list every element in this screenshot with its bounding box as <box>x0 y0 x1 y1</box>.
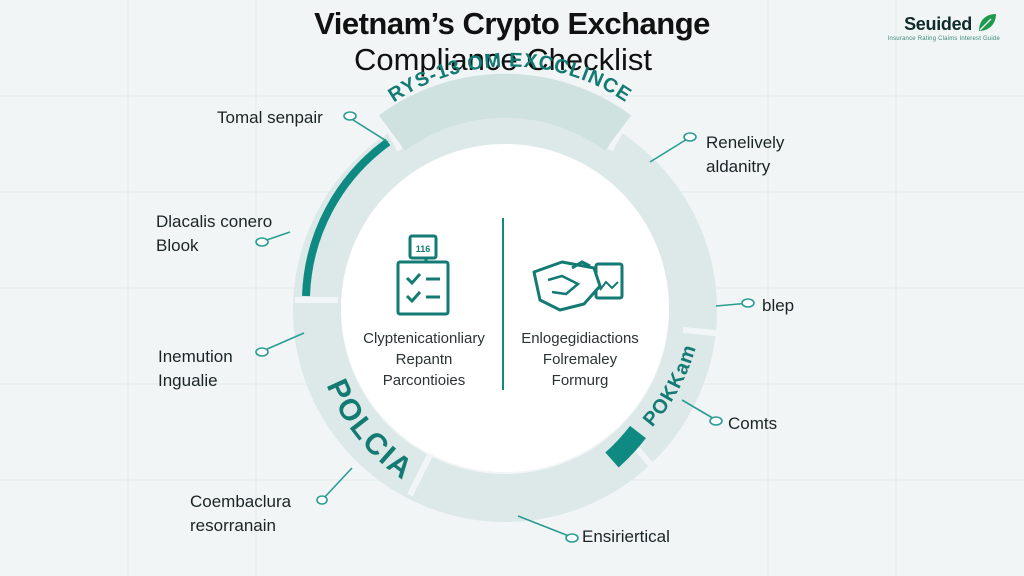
callout-right-mid: blep <box>762 294 794 318</box>
center-right-line-1: Enlogegidiactions <box>521 330 639 347</box>
callout-left-upper-line-1: Dlacalis conero <box>156 212 273 231</box>
center-right-text: Enlogegidiactions Folremaley Formurg <box>510 328 650 391</box>
callout-left-upper: Dlacalis conero Blook <box>156 210 272 258</box>
callout-top-right-line-1: Renelively <box>706 133 785 152</box>
leaf-icon <box>979 14 996 31</box>
callout-left-mid-line-2: Ingualie <box>158 371 218 390</box>
ring-accent-block-right <box>605 425 646 468</box>
brand-logo: Seuided Insurance Rating Claims Interest… <box>888 12 1000 46</box>
callout-bottom-right-line-1: Ensiriertical <box>582 527 670 546</box>
ring-accent-arc-left <box>302 138 391 297</box>
page-subtitle: Compliance Checklist <box>353 42 653 77</box>
callout-top-left: Tomal senpair <box>217 106 323 130</box>
clipboard-tag: 116 <box>416 244 431 254</box>
center-disk <box>341 144 669 472</box>
callout-left-mid-line-1: Inemution <box>158 347 233 366</box>
callout-right-lower-line-1: Comts <box>728 414 778 433</box>
center-left-text: Clyptenicationliary Repantn Parcontioies <box>352 328 496 391</box>
center-left-line-2: Repantn <box>395 351 453 368</box>
center-right-line-2: Folremaley <box>542 351 618 368</box>
ring-segment-top <box>378 73 632 151</box>
callout-right-lower: Comts <box>728 412 777 436</box>
center-left-line-1: Clyptenicationliary <box>363 330 485 347</box>
pin-right-lower <box>681 399 723 426</box>
callout-top-right: Renelively aldanitry <box>706 131 784 179</box>
callout-bottom-left: Coembaclura resorranain <box>190 490 291 538</box>
callout-left-upper-line-2: Blook <box>156 236 199 255</box>
page-title: Vietnam’s Crypto Exchange <box>314 6 710 41</box>
pin-left-upper <box>255 231 291 247</box>
pin-top-left <box>343 111 389 143</box>
callout-left-mid: Inemution Ingualie <box>158 345 233 393</box>
brand-name: Seuided <box>904 14 972 34</box>
pin-bottom-left <box>316 467 353 505</box>
ring-band <box>293 98 717 522</box>
callout-top-left-line-1: Tomal senpair <box>217 108 323 127</box>
pin-right-mid <box>715 298 755 308</box>
brand-tagline: Insurance Rating Claims Interest Guide <box>887 36 1000 42</box>
pin-top-right <box>649 132 697 163</box>
callout-bottom-right: Ensiriertical <box>582 525 670 549</box>
checklist-clipboard-icon <box>396 234 450 316</box>
pin-bottom-right <box>517 515 579 543</box>
callout-bottom-left-line-1: Coembaclura <box>190 492 292 511</box>
callout-pins <box>255 111 755 543</box>
center-right-line-3: Formurg <box>551 372 609 389</box>
callout-bottom-left-line-2: resorranain <box>190 516 276 535</box>
center-left-line-3: Parcontioies <box>382 372 466 389</box>
callout-right-mid-line-1: blep <box>762 296 795 315</box>
pin-left-mid <box>255 332 305 357</box>
handshake-document-icon <box>532 260 624 312</box>
callout-top-right-line-2: aldanitry <box>706 157 771 176</box>
